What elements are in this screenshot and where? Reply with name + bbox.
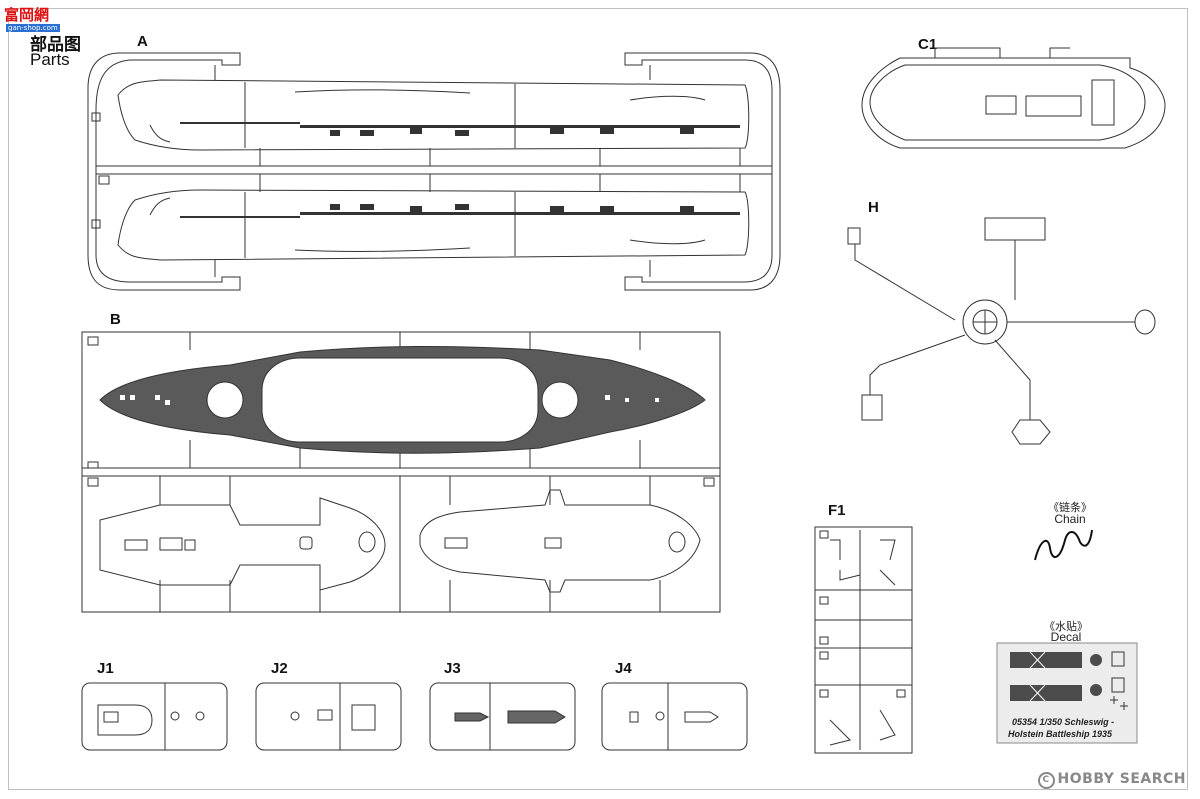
decal-text-line-1: 05354 1/350 Schleswig - (1012, 717, 1114, 727)
sprue-label-h: H (868, 199, 879, 216)
decal-text-line-2: Holstein Battleship 1935 (1008, 729, 1113, 739)
sprue-label-a: A (137, 33, 148, 50)
sprue-a (87, 52, 781, 291)
decal-caption-cn: 《水贴》 (1044, 621, 1088, 633)
chain-drawing (1034, 529, 1093, 561)
logo-en: gan-shop.com (6, 24, 60, 32)
sprue-j4 (601, 682, 748, 751)
sprue-j3 (429, 682, 576, 751)
sprue-h (847, 217, 1156, 445)
sprue-label-j1: J1 (97, 660, 114, 677)
watermark-logo: 富岡網 gan-shop.com (2, 4, 76, 34)
sprue-label-j3: J3 (444, 660, 461, 677)
sprue-label-j2: J2 (271, 660, 288, 677)
sprue-j2 (255, 682, 402, 751)
chain-caption-cn: 《链条》 (1048, 502, 1092, 514)
sprue-label-j4: J4 (615, 660, 632, 677)
sprue-j1 (81, 682, 228, 751)
b-lower-right-part (419, 489, 701, 593)
b-lower-left-part (99, 497, 386, 591)
sprue-a-tag (98, 175, 110, 185)
sprue-label-b: B (110, 311, 121, 328)
copyright-icon: C (1037, 772, 1055, 789)
decal-sheet (996, 642, 1138, 744)
sprue-label-c1: C1 (918, 36, 938, 53)
sprue-b (81, 331, 721, 613)
hobby-search-text: HOBBY SEARCH (1057, 771, 1186, 787)
chain-caption-en: Chain (1054, 512, 1086, 526)
page-title-cn: 部品图 (30, 35, 81, 54)
decal-caption-en: Decal (1050, 630, 1082, 644)
logo-cn: 富岡網 (4, 6, 50, 24)
page-frame (8, 8, 1188, 790)
page-title-en: Parts (30, 50, 70, 69)
sprue-c1 (861, 47, 1166, 149)
sprue-f1 (814, 526, 913, 754)
sprue-label-f1: F1 (828, 502, 846, 519)
